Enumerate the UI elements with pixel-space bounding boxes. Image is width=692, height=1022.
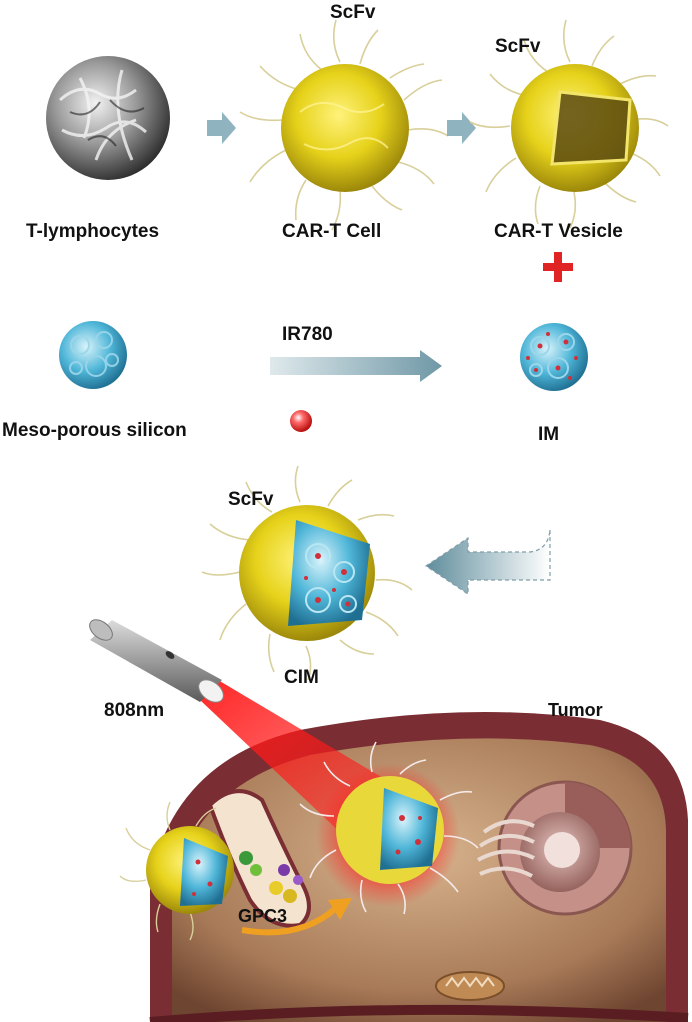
nucleus — [497, 780, 633, 916]
label-car-t-cell: CAR-T Cell — [282, 221, 382, 242]
car-t-cell — [239, 19, 449, 231]
label-scfv-car-t-vesicle: ScFv — [495, 36, 541, 57]
gpc3-arrow — [241, 905, 338, 936]
laser-device — [89, 619, 224, 703]
gpc3-arrow-head — [328, 898, 352, 920]
return-arrow — [424, 529, 551, 596]
cim-particle — [201, 465, 413, 681]
ir780-molecule-icon — [290, 410, 312, 432]
label-scfv-car-t-cell: ScFv — [330, 2, 376, 23]
label-t-lymphocytes: T-lymphocytes — [26, 221, 160, 242]
label-scfv-cim: ScFv — [228, 489, 274, 510]
label-tumor: Tumor — [548, 700, 603, 720]
car-t-vesicle — [469, 19, 669, 229]
meso-porous-silicon-particle — [59, 321, 127, 389]
label-meso-porous-silicon: Meso-porous silicon — [2, 420, 187, 441]
plus-sign — [543, 252, 573, 282]
golgi-apparatus — [477, 819, 535, 878]
label-im: IM — [538, 424, 560, 445]
label-cim: CIM — [284, 667, 319, 688]
label-808nm: 808nm — [104, 700, 165, 721]
ir780-arrow — [270, 350, 442, 382]
label-car-t-vesicle: CAR-T Vesicle — [494, 221, 623, 242]
t-lymphocyte-cell — [46, 56, 170, 180]
label-ir780: IR780 — [282, 324, 333, 345]
gpc3-receptor — [239, 851, 303, 903]
im-particle — [520, 323, 588, 391]
mitochondrion — [435, 971, 505, 1001]
docked-cim — [119, 801, 234, 941]
process-arrow-2 — [447, 112, 476, 144]
irradiated-cim — [299, 741, 479, 915]
label-gpc3: GPC3 — [238, 906, 288, 926]
process-arrow-1 — [207, 112, 236, 144]
